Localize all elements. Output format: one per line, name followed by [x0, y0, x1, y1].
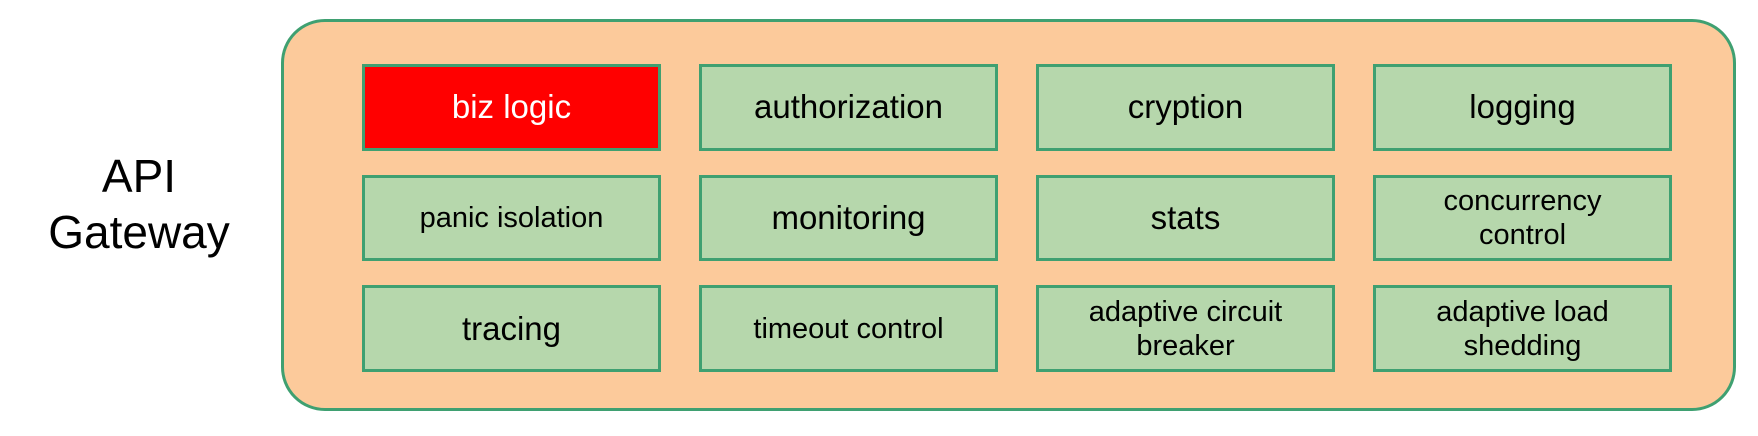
- component-box-concurrency-control[interactable]: concurrency control: [1373, 174, 1672, 262]
- component-box-panic-isolation[interactable]: panic isolation: [362, 174, 661, 262]
- component-box-logging[interactable]: logging: [1373, 64, 1672, 151]
- component-box-monitoring[interactable]: monitoring: [699, 174, 998, 262]
- component-box-adaptive-load-shedding[interactable]: adaptive load shedding: [1373, 285, 1672, 372]
- component-box-timeout-control[interactable]: timeout control: [699, 285, 998, 372]
- gateway-container: biz logic authorization cryption logging…: [281, 19, 1736, 411]
- component-box-tracing[interactable]: tracing: [362, 285, 661, 372]
- component-box-cryption[interactable]: cryption: [1036, 64, 1335, 151]
- gateway-label: API Gateway: [48, 150, 230, 258]
- component-box-authorization[interactable]: authorization: [699, 64, 998, 151]
- component-box-adaptive-circuit-breaker[interactable]: adaptive circuit breaker: [1036, 285, 1335, 372]
- component-grid: biz logic authorization cryption logging…: [362, 64, 1672, 372]
- component-box-stats[interactable]: stats: [1036, 174, 1335, 262]
- component-box-biz-logic[interactable]: biz logic: [362, 64, 661, 151]
